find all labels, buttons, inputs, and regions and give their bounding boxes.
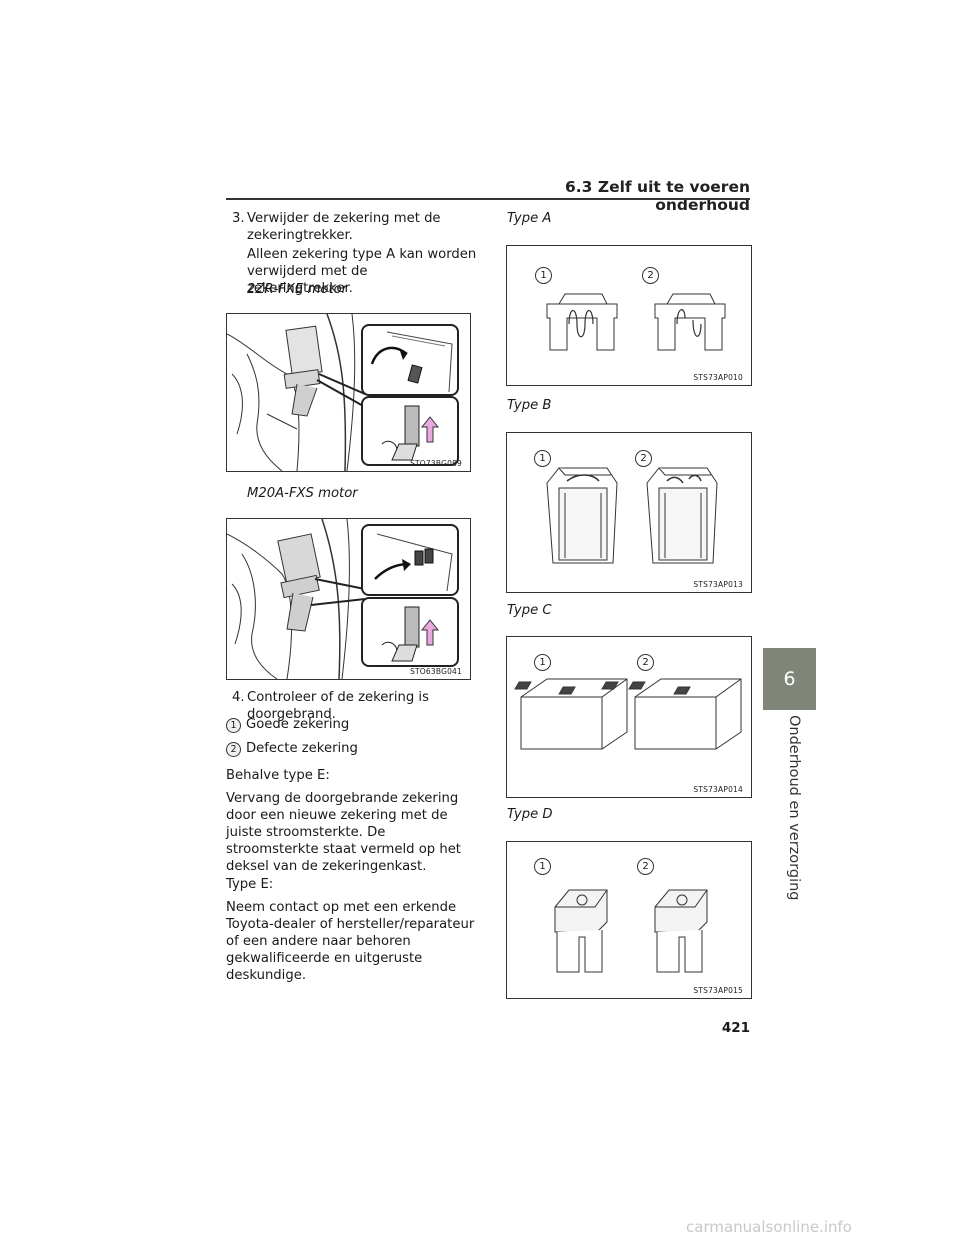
fuse-figure-type-c: 1 2 STS73AP014 [506,636,752,798]
type-a-label: Type A [507,211,552,226]
step-number: 4. [232,690,245,705]
motor-label-m20a: M20A-FXS motor [247,486,358,501]
fuse-figure-type-a: 1 2 STS73AP010 [506,245,752,386]
callout-good: 1 [534,858,551,875]
callout-good: 1 [534,654,551,671]
fuse-illustration [554,889,708,973]
callout-good: 1 [535,267,552,284]
section-title: 6.3 Zelf uit te voeren onderhoud [565,178,750,214]
figure-code: STO73BG089 [410,459,462,468]
except-label: Behalve type E: [226,768,330,783]
except-text: Vervang de doorgebrande zekering door ee… [226,791,461,874]
legend-text: Defecte zekering [246,741,358,756]
type-d-label: Type D [507,807,553,822]
fuse-figure-type-d: 1 2 STS73AP015 [506,841,752,999]
header-divider [226,198,750,200]
legend-text: Goede zekering [246,717,350,732]
fuse-illustration [546,293,726,351]
fuse-figure-type-b: 1 2 STS73AP013 [506,432,752,593]
step-number: 3. [232,211,245,226]
step-4: 4. Controleer of de zekering is doorgebr… [232,689,482,725]
figure-code: STS73AP015 [693,986,743,995]
page-number: 421 [721,1020,750,1036]
callout-badge: 2 [226,742,241,757]
callout-defective: 2 [642,267,659,284]
callout-defective: 2 [635,450,652,467]
type-e-text: Neem contact op met een erkende Toyota-d… [226,900,475,983]
callout-defective: 2 [637,858,654,875]
step-text: Controleer of de zekering is doorgebrand… [247,690,429,722]
type-b-label: Type B [507,398,552,413]
watermark: carmanualsonline.info [686,1218,852,1236]
figure-code: STS73AP013 [693,580,743,589]
engine-fuse-figure-2zr: STO73BG089 [226,313,471,472]
step-3-note: Alleen zekering type A kan worden verwij… [247,247,477,296]
engine-illustration [227,519,459,679]
figure-code: STO63BG041 [410,667,462,676]
figure-code: STS73AP014 [693,785,743,794]
engine-illustration [227,314,459,471]
callout-badge: 1 [226,718,241,733]
chapter-tab[interactable]: 6 [763,648,816,710]
type-e-label: Type E: [226,877,274,892]
figure-code: STS73AP010 [693,373,743,382]
motor-label-2zr: 2ZR-FXE motor [247,282,348,297]
type-c-label: Type C [507,603,552,618]
callout-defective: 2 [637,654,654,671]
step-text: Verwijder de zekering met de zekeringtre… [247,211,441,243]
callout-good: 1 [534,450,551,467]
step-3: 3. Verwijder de zekering met de zekering… [232,210,482,246]
fuse-illustration [546,467,718,564]
chapter-title: Onderhoud en verzorging [786,715,802,901]
chapter-number: 6 [783,668,796,690]
fuse-illustration [514,678,742,750]
engine-fuse-figure-m20a: STO63BG041 [226,518,471,680]
